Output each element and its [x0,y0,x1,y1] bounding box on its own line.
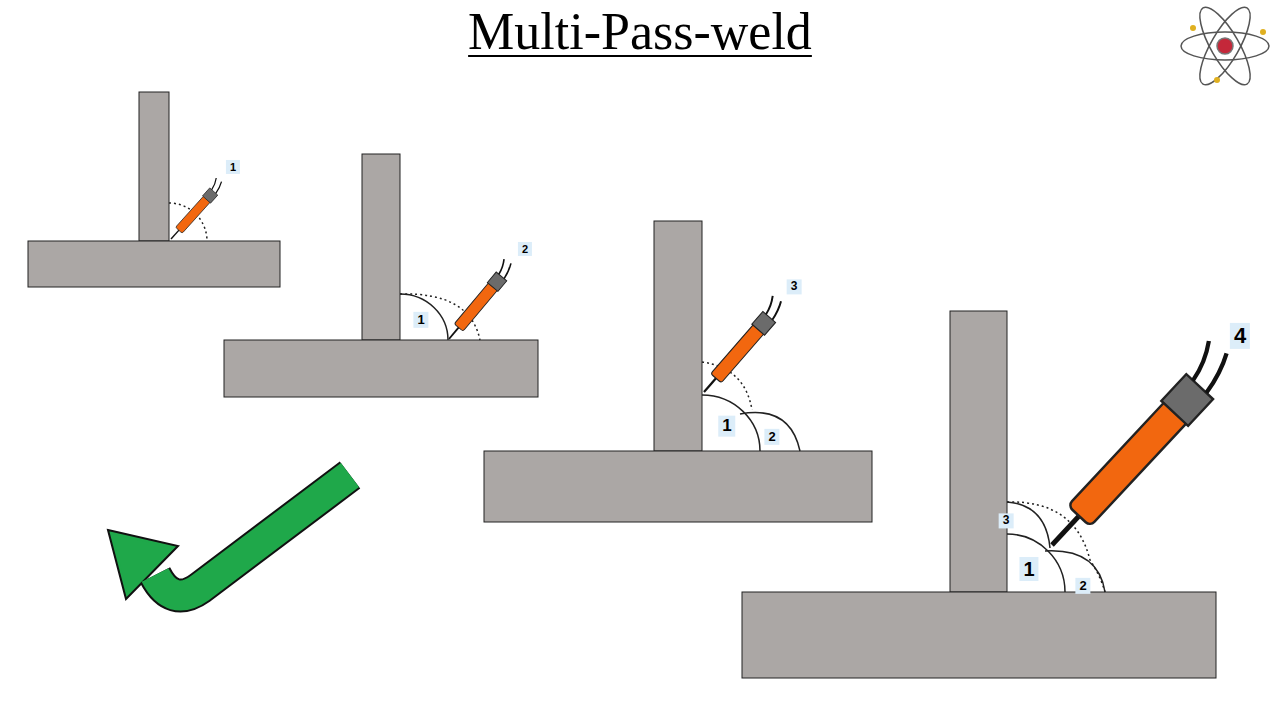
return-arrow [108,475,350,599]
t-joint-1 [28,92,280,287]
callout-number: 1 [413,312,428,328]
t-joint-4 [742,311,1242,678]
title: Multi-Pass-weld [0,2,1280,61]
t-joint-2 [224,154,538,397]
atom-logo [1181,1,1269,91]
callout-number: 4 [1230,323,1250,349]
callout-number: 3 [999,513,1014,528]
callout-number: 2 [1075,578,1090,594]
callout-number: 1 [226,160,240,174]
callout-number: 2 [764,429,779,445]
callout-number: 2 [518,242,532,256]
callout-number: 3 [787,279,802,294]
callout-number: 1 [1019,557,1038,581]
t-joint-3 [484,221,872,522]
callout-number: 1 [718,416,735,437]
